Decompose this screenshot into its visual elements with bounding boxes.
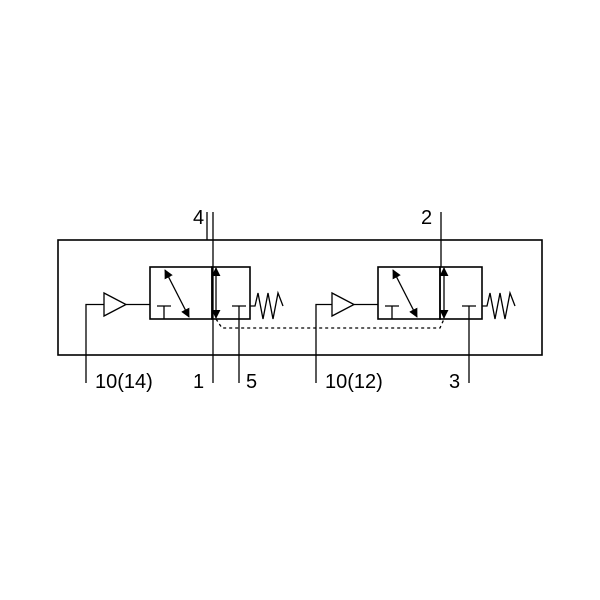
valve-2-right-square bbox=[439, 266, 483, 320]
port-label-2: 2 bbox=[421, 207, 432, 229]
port-label-10-12: 10(12) bbox=[325, 371, 383, 393]
valve-1 bbox=[85, 266, 284, 383]
port-label-5: 5 bbox=[246, 371, 257, 393]
valve-2 bbox=[315, 266, 516, 383]
port-label-1: 1 bbox=[193, 371, 204, 393]
enclosure-frame bbox=[57, 239, 543, 356]
valve-2-left-square bbox=[377, 266, 441, 320]
valve-2-diagonal-arrow bbox=[392, 269, 418, 318]
valve-2-pilot-port-line bbox=[315, 303, 332, 383]
valve-2-spring bbox=[482, 290, 516, 320]
valve-1-diagonal-arrow bbox=[164, 269, 190, 318]
valve-2-exhaust-stop bbox=[462, 305, 476, 319]
valve-2-blocked-port bbox=[385, 305, 399, 319]
port-label-10-14: 10(14) bbox=[95, 371, 153, 393]
port-label-4: 4 bbox=[193, 207, 204, 229]
valve-1-left-square bbox=[149, 266, 213, 320]
valve-1-spring bbox=[250, 290, 284, 320]
port-label-3: 3 bbox=[449, 371, 460, 393]
valve-1-blocked-port bbox=[157, 305, 171, 319]
valve-1-pilot-triangle bbox=[103, 291, 128, 318]
valve-1-exhaust-stop bbox=[232, 305, 246, 319]
valve-2-pilot-triangle bbox=[331, 291, 356, 318]
valve-1-pilot-port-line bbox=[85, 303, 104, 383]
internal-supply-dashed-line bbox=[215, 318, 445, 329]
valve-1-right-square bbox=[211, 266, 251, 320]
